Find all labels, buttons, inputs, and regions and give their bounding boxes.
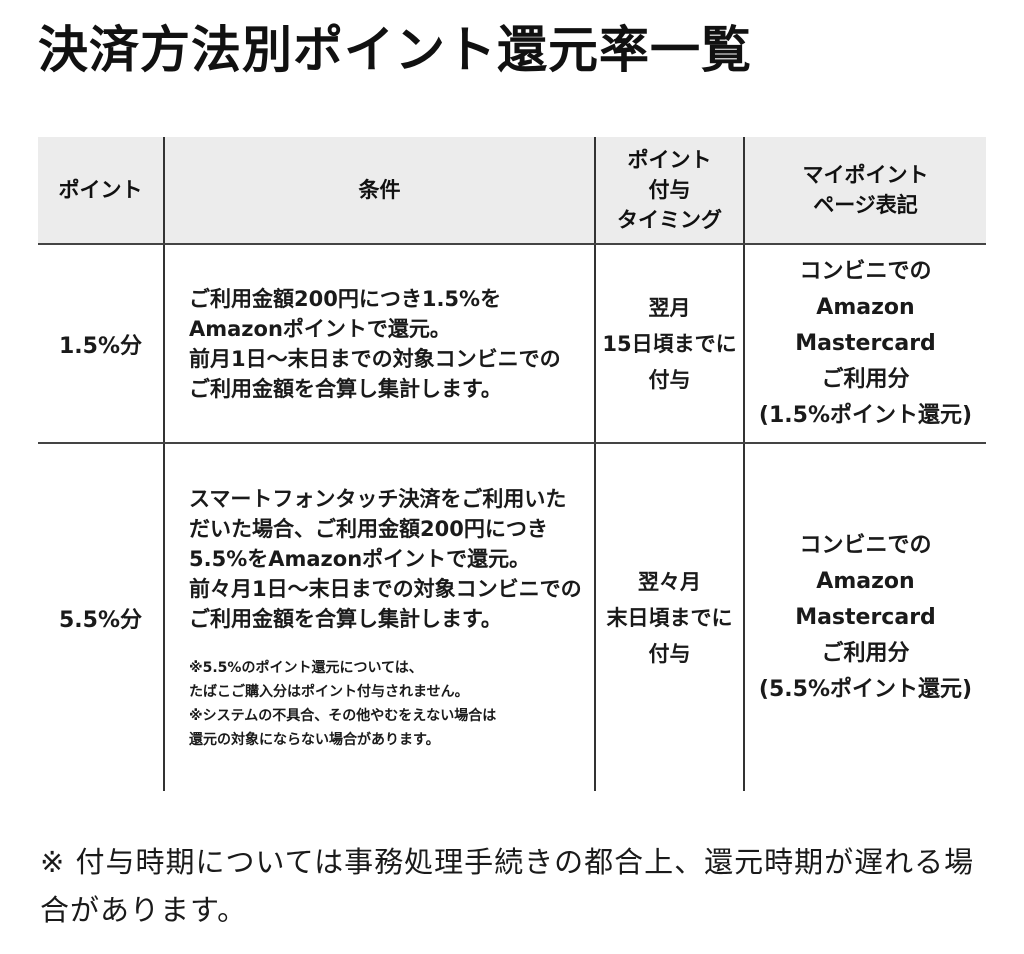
point-value: 1.5%分 [58,333,143,359]
header-timing: ポイント 付与 タイミング [594,137,744,245]
header-mypage: マイポイント ページ表記 [743,137,986,245]
header-timing-line: 付与 [648,178,691,202]
condition-line: 5.5%をAmazonポイントで還元。 [189,546,531,571]
table-row: 1.5%分 ご利用金額200円につき1.5%を Amazonポイントで還元。 前… [38,244,986,444]
cell-mypage: コンビニでの Amazon Mastercard ご利用分 (1.5%ポイント還… [743,244,986,444]
point-value: 5.5%分 [58,607,143,633]
timing-line: 末日頃までに [606,605,733,630]
condition-line: ご利用金額を合算し集計します。 [189,606,502,631]
footnote: ※ 付与時期については事務処理手続きの都合上、還元時期が遅れる場合があります。 [40,845,975,927]
header-mypage-line: マイポイント [802,163,929,187]
mypage-line: Amazon [816,294,915,320]
mypage-line: Amazon [816,568,915,594]
mypage-line: コンビニでの [799,258,932,284]
cell-mypage: コンビニでの Amazon Mastercard ご利用分 (5.5%ポイント還… [743,443,986,791]
mypage-line: Mastercard [795,604,936,630]
mypage-line: Mastercard [795,330,936,356]
point-rate-table: ポイント 条件 ポイント 付与 タイミング マイポイント ページ表記 [38,137,986,791]
condition-line: スマートフォンタッチ決済をご利用いた [189,486,567,511]
point-rate-table-container: ポイント 条件 ポイント 付与 タイミング マイポイント ページ表記 [38,137,986,791]
note-line: ※システムの不具合、その他やむをえない場合は [189,707,497,724]
cell-point: 1.5%分 [38,244,164,444]
note-line: ※5.5%のポイント還元については、 [189,659,423,676]
cell-timing: 翌々月 末日頃までに 付与 [594,443,744,791]
table-header-row: ポイント 条件 ポイント 付与 タイミング マイポイント ページ表記 [38,137,986,245]
table-row: 5.5%分 スマートフォンタッチ決済をご利用いた だいた場合、ご利用金額200円… [38,443,986,791]
condition-line: Amazonポイントで還元。 [189,316,451,341]
page-title: 決済方法別ポイント還元率一覧 [38,21,752,79]
condition-line: 前月1日～末日までの対象コンビニでの [189,346,561,371]
mypage-line: ご利用分 [821,366,910,392]
cell-condition: スマートフォンタッチ決済をご利用いた だいた場合、ご利用金額200円につき 5.… [163,443,595,791]
header-timing-line: タイミング [617,208,722,232]
note-line: 還元の対象にならない場合があります。 [189,731,440,748]
timing-line: 付与 [648,641,691,666]
condition-line: ご利用金額200円につき1.5%を [189,286,502,311]
header-mypage-line: ページ表記 [813,193,918,217]
timing-line: 翌々月 [638,569,701,594]
header-condition-label: 条件 [358,178,401,202]
condition-line: だいた場合、ご利用金額200円につき [189,516,548,541]
cell-timing: 翌月 15日頃までに 付与 [594,244,744,444]
note-line: たばこご購入分はポイント付与されません。 [189,683,469,700]
cell-condition: ご利用金額200円につき1.5%を Amazonポイントで還元。 前月1日～末日… [163,244,595,444]
header-timing-line: ポイント [627,148,712,172]
mypage-line: (5.5%ポイント還元) [758,676,973,702]
header-point: ポイント [38,137,164,245]
mypage-line: ご利用分 [821,640,910,666]
mypage-line: (1.5%ポイント還元) [758,402,973,428]
timing-line: 付与 [648,367,691,392]
mypage-line: コンビニでの [799,532,932,558]
cell-point: 5.5%分 [38,443,164,791]
header-condition: 条件 [163,137,595,245]
timing-line: 15日頃までに [602,331,737,356]
condition-line: 前々月1日～末日までの対象コンビニでの [189,576,582,601]
header-point-label: ポイント [58,178,143,202]
timing-line: 翌月 [648,295,691,320]
condition-line: ご利用金額を合算し集計します。 [189,376,502,401]
condition-notes: ※5.5%のポイント還元については、 たばこご購入分はポイント付与されません。 … [189,656,584,752]
